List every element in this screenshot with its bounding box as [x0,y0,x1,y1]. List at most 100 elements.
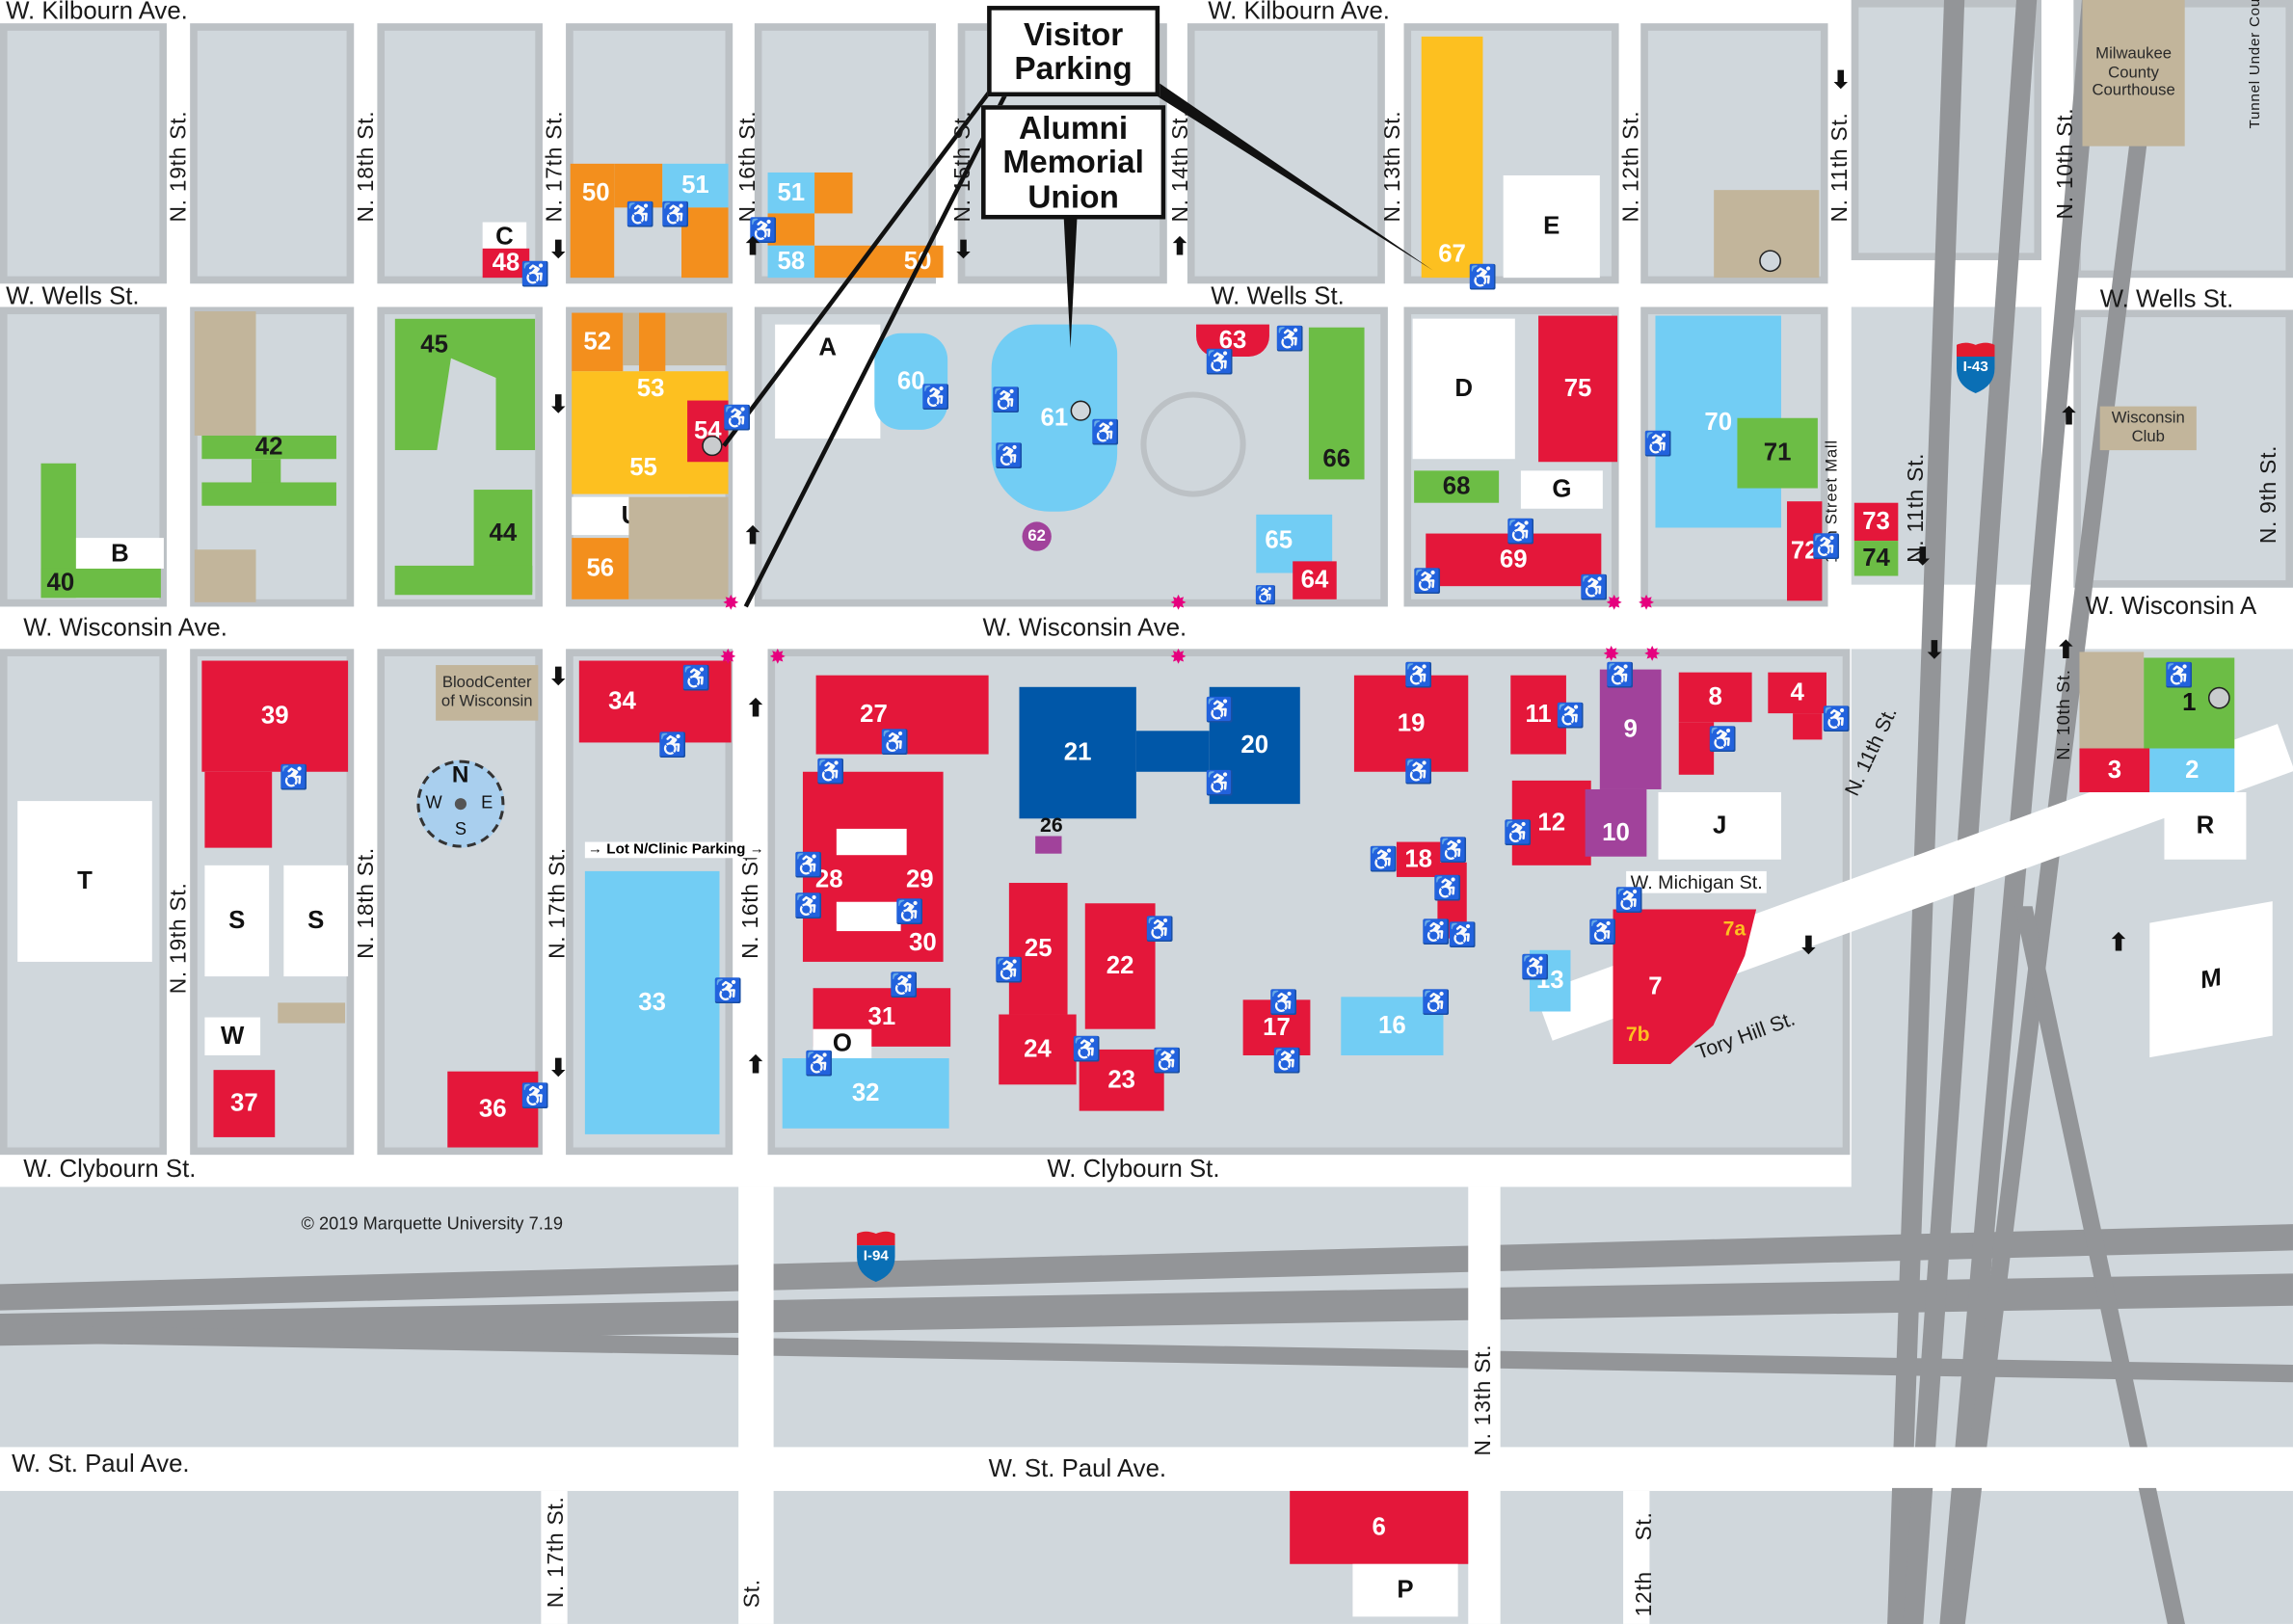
building-34[interactable]: 34 [578,660,732,743]
building-74[interactable]: 74 [1853,541,1899,576]
building-42-top[interactable]: 42 [201,433,336,461]
building-12[interactable]: 12 [1511,780,1591,865]
building-22[interactable]: 22 [1084,903,1156,1029]
parking-lot-E[interactable]: E [1503,174,1600,279]
accessible-icon: ♿ [1403,663,1433,689]
building-32[interactable]: 32 [782,1058,949,1129]
street-10th-top: N. 10th St. [2053,107,2078,220]
building-64[interactable]: 64 [1293,561,1337,599]
accessible-icon: ♿ [994,958,1024,984]
building-62[interactable]: 62 [1022,521,1052,551]
accessible-icon: ♿ [1708,728,1738,754]
parking-lot-O[interactable]: O [813,1028,872,1059]
building-30-label: 30 [908,928,937,956]
landmark-circle [1759,250,1781,273]
building-16[interactable]: 16 [1341,997,1444,1055]
building-37[interactable]: 37 [213,1070,276,1137]
accessible-orange-icon: ♿ [1369,847,1399,873]
accessible-icon: ♿ [1811,535,1842,560]
building-3[interactable]: 3 [2079,748,2150,792]
building-51-east[interactable]: 51 [767,172,815,214]
building-60[interactable]: 60 [874,333,948,430]
building-8-wing[interactable] [1678,722,1715,775]
parking-lot-S1[interactable]: S [204,865,270,977]
building-50-east-wing[interactable] [681,207,729,279]
one-way-down-arrow-icon: ⬇ [547,1056,569,1082]
parking-lot-G[interactable]: G [1520,470,1603,509]
compass-south: S [454,818,467,839]
accessible-icon: ♿ [520,262,550,288]
building-56[interactable]: 56 [572,538,629,599]
building-39-wing[interactable] [204,771,273,848]
building-48[interactable]: 48 [482,248,530,279]
building-75[interactable]: 75 [1538,315,1618,463]
building-50-top[interactable] [614,163,663,208]
building-50-west[interactable]: 50 [570,163,615,279]
building-42-bottom[interactable] [201,482,336,506]
building-6[interactable]: 6 [1290,1490,1469,1564]
building-50-east[interactable]: 50 [814,245,944,279]
building-51-annex[interactable] [814,172,853,214]
building-17[interactable]: 17 [1242,999,1311,1055]
building-19[interactable]: 19 [1353,675,1469,772]
parking-lot-D[interactable]: D [1412,318,1515,460]
building-18[interactable]: 18 [1396,841,1441,877]
accessible-icon: ♿ [994,444,1024,469]
building-69[interactable]: 69 [1426,533,1602,587]
parking-lot-W[interactable]: W [204,1017,261,1055]
building-53-label: 53 [636,374,665,403]
building-68[interactable]: 68 [1414,470,1500,503]
street-19th-mid: N. 19th St. [166,882,192,995]
building-51-west[interactable]: 51 [662,163,729,208]
building-66[interactable]: 66 [1308,327,1365,480]
building-33[interactable]: 33 [584,870,720,1134]
building-24[interactable]: 24 [999,1014,1077,1085]
building-2[interactable]: 2 [2149,748,2235,792]
parking-lot-M[interactable]: M [2149,901,2273,1058]
building-42-link[interactable] [251,459,281,486]
accessible-icon: ♿ [1254,584,1277,605]
parking-lot-A[interactable]: A [775,324,881,439]
building-71[interactable]: 71 [1737,417,1818,489]
parking-lot-B[interactable]: B [75,538,164,569]
building-40[interactable]: 40 [40,568,161,599]
building-39[interactable]: 39 [201,660,349,772]
building-73[interactable]: 73 [1853,502,1899,542]
building-36[interactable]: 36 [447,1071,539,1148]
street-clybourn-mid: W. Clybourn St. [1047,1155,1220,1183]
building-13[interactable]: 13 [1529,949,1571,1012]
parking-lot-P[interactable]: P [1352,1563,1458,1617]
building-58[interactable]: 58 [767,245,815,279]
building-63[interactable]: 63 [1196,324,1269,358]
parking-lot-C[interactable]: C [482,222,527,252]
building-23[interactable]: 23 [1079,1049,1164,1111]
tunnel-label: Tunnel Under Courthouse [2247,0,2264,129]
building-4[interactable]: 4 [1768,672,1826,714]
parking-lot-T[interactable]: T [17,801,152,962]
building-21[interactable]: 21 [1019,686,1136,819]
building-4-wing[interactable] [1793,713,1823,740]
landmark-circle [702,435,723,457]
building-27[interactable]: 27 [815,675,989,755]
building-11[interactable]: 11 [1510,675,1566,755]
building-52[interactable]: 52 [572,312,624,372]
parking-lot-J[interactable]: J [1658,791,1781,860]
building-10[interactable]: 10 [1585,788,1647,857]
building-28-label: 28 [814,865,843,893]
parking-lot-S2[interactable]: S [283,865,349,977]
building-67[interactable]: 67 [1421,36,1483,279]
building-44-wing[interactable] [394,565,533,596]
building-18-wing[interactable] [1437,862,1467,939]
parking-lot-R[interactable]: R [2164,791,2247,860]
accessible-icon: ♿ [279,765,309,791]
building-9[interactable]: 9 [1599,669,1662,789]
building-20[interactable]: 20 [1209,686,1300,805]
building-72[interactable]: 72 [1787,501,1823,601]
building-20-21-link[interactable] [1135,731,1210,772]
entrance-star-icon: ✸ [1605,590,1623,614]
building-25[interactable]: 25 [1008,883,1068,1015]
building-8[interactable]: 8 [1678,672,1752,723]
building-53-tower[interactable] [639,312,666,372]
street-13th-top: N. 13th St. [1380,110,1406,223]
building-26[interactable] [1035,836,1062,854]
